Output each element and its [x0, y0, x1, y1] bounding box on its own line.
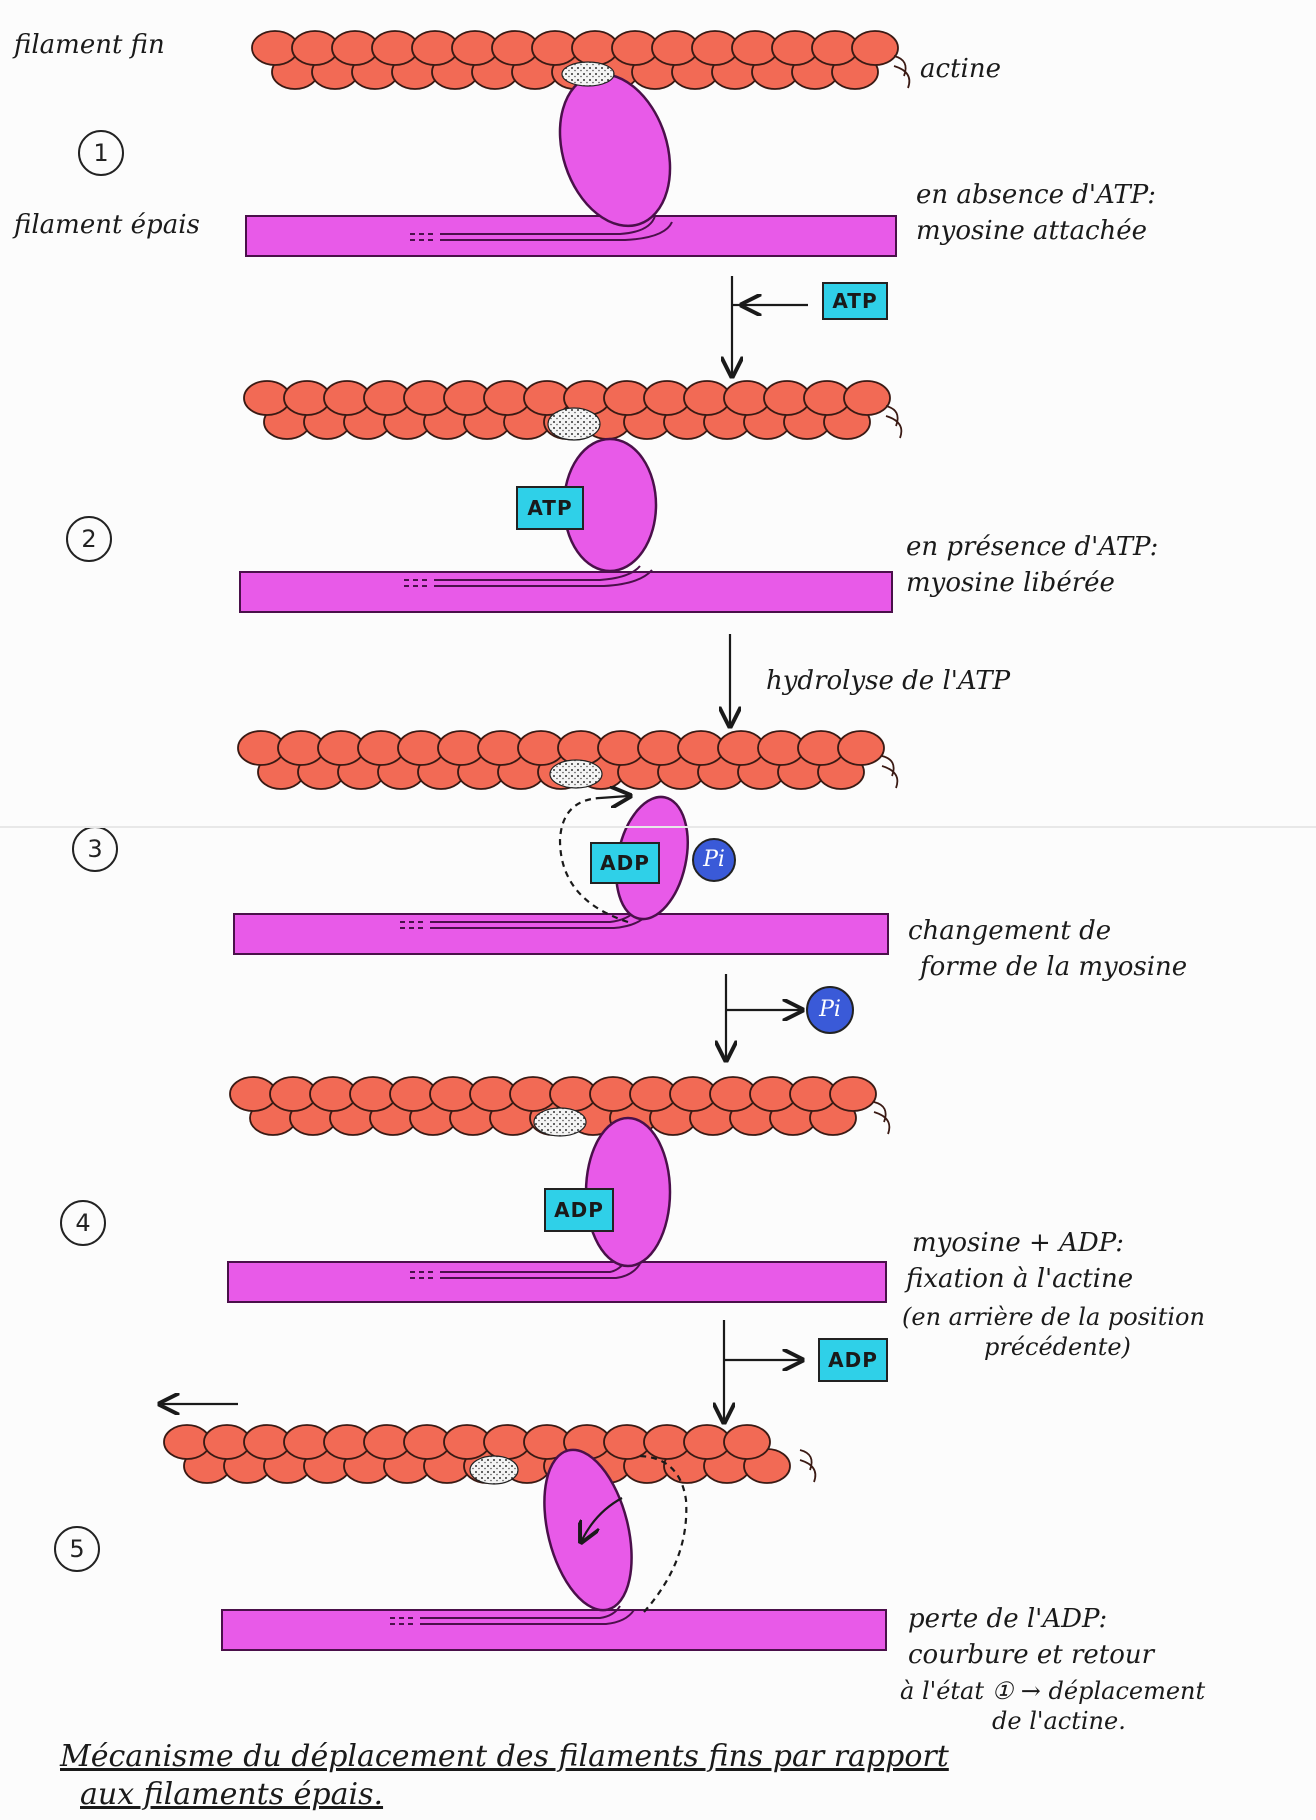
step4-text-4: précédente) [984, 1332, 1131, 1362]
thick-filament-4 [228, 1262, 886, 1302]
binding-site-3 [550, 760, 602, 788]
step-number-5: 5 [54, 1526, 100, 1572]
step-number-4: 4 [60, 1200, 106, 1246]
atp-on-myosin: ATP [516, 486, 584, 530]
step-number-1: 1 [78, 130, 124, 176]
step-number-2: 2 [66, 516, 112, 562]
atp-box-transition: ATP [822, 282, 888, 320]
actin-end [886, 406, 901, 438]
hydrolysis-label: hydrolyse de l'ATP [766, 664, 1010, 698]
thick-filament-2 [240, 572, 892, 612]
adp-on-myosin-3: ADP [590, 842, 660, 884]
step1-text-2: myosine attachée [916, 214, 1147, 248]
thick-filament-5 [222, 1610, 886, 1650]
step3-text-2: forme de la myosine [920, 950, 1187, 984]
thick-filament-3 [234, 914, 888, 954]
step1-text-1: en absence d'ATP: [916, 178, 1156, 212]
actin-monomer [724, 1425, 770, 1459]
phosphate-on-myosin: Pi [692, 838, 736, 882]
step2-text-2: myosine libérée [906, 566, 1115, 600]
step4-text-2: fixation à l'actine [906, 1262, 1133, 1296]
scan-seam [0, 826, 1316, 828]
adp-on-myosin-4: ADP [544, 1188, 614, 1232]
caption-line-2: aux filaments épais. [80, 1777, 383, 1812]
step3-text-1: changement de [908, 914, 1111, 948]
actin-monomer [838, 731, 884, 765]
binding-site-4 [534, 1108, 586, 1136]
binding-site-5 [470, 1456, 518, 1484]
phosphate-released: Pi [806, 986, 854, 1034]
actin-monomer [830, 1077, 876, 1111]
figure-caption: Mécanisme du déplacement des filaments f… [60, 1738, 1260, 1814]
thick-filament-label: filament épais [14, 208, 200, 242]
actin-end [894, 56, 909, 88]
actin-end [800, 1450, 815, 1482]
step4-text-3: (en arrière de la position [902, 1302, 1205, 1332]
actin-end [882, 756, 897, 788]
step5-text-3: à l'état ① → déplacement [900, 1676, 1205, 1706]
caption-line-1: Mécanisme du déplacement des filaments f… [60, 1739, 949, 1774]
actin-monomer [844, 381, 890, 415]
actin-label: actine [920, 52, 1001, 86]
step5-text-4: de l'actine. [992, 1706, 1126, 1736]
binding-site-2 [548, 408, 600, 440]
actin-monomer [852, 31, 898, 65]
step5-text-2: courbure et retour [908, 1638, 1154, 1672]
step4-text-1: myosine + ADP: [912, 1226, 1124, 1260]
rotation-tip-3 [600, 796, 628, 798]
binding-site-1 [562, 62, 614, 86]
step2-text-1: en présence d'ATP: [906, 530, 1158, 564]
thick-filament-1 [246, 216, 896, 256]
thin-filament-label: filament fin [14, 28, 165, 62]
adp-box-transition: ADP [818, 1338, 888, 1382]
step-number-3: 3 [72, 826, 118, 872]
step5-text-1: perte de l'ADP: [908, 1602, 1107, 1636]
actin-end [874, 1102, 889, 1134]
